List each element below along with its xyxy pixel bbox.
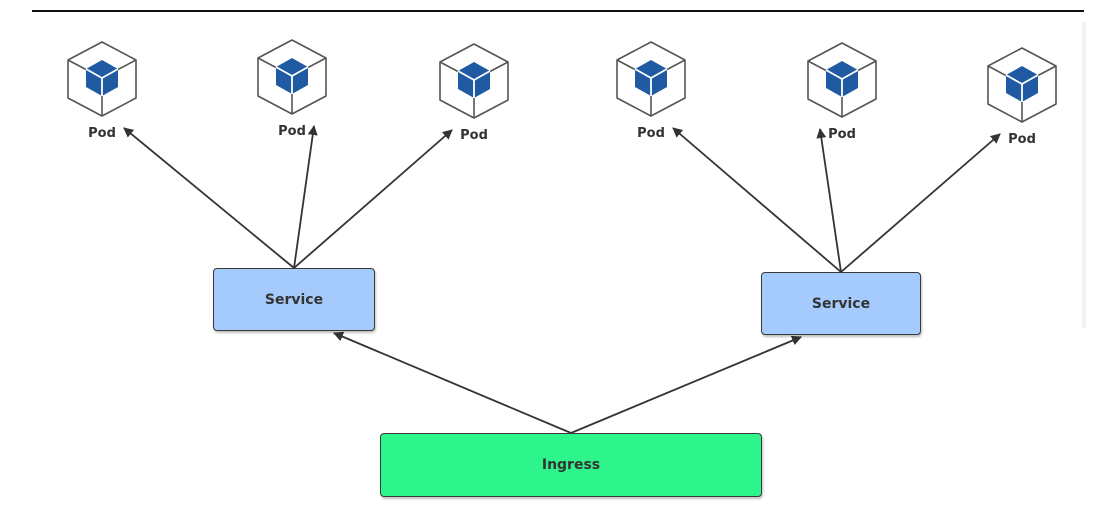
kubernetes-pod-cube-icon: [807, 42, 877, 118]
edge-arrow-service-2-to-pod-5: [816, 128, 842, 273]
edge-arrow-ingress-to-service-2: [570, 335, 802, 434]
service-node[interactable]: Service: [213, 268, 375, 331]
ingress-node[interactable]: Ingress: [380, 433, 762, 497]
pod-node[interactable]: Pod: [252, 36, 332, 146]
service-label: Service: [811, 295, 871, 312]
kubernetes-pod-cube-icon: [439, 43, 509, 119]
edge-arrow-service-1-to-pod-2: [293, 125, 318, 269]
pod-node[interactable]: Pod: [982, 44, 1062, 154]
edge-arrow-service-1-to-pod-1: [123, 127, 295, 269]
edges-layer: [123, 125, 1001, 434]
pod-label: Pod: [460, 128, 488, 143]
edge-arrow-service-2-to-pod-4: [672, 127, 842, 273]
pod-label: Pod: [1008, 132, 1036, 147]
pod-label: Pod: [828, 127, 856, 142]
service-label: Service: [264, 291, 324, 308]
pod-node[interactable]: Pod: [802, 39, 882, 149]
pod-label: Pod: [88, 126, 116, 141]
pod-label: Pod: [278, 124, 306, 139]
kubernetes-pod-cube-icon: [257, 39, 327, 115]
service-node[interactable]: Service: [761, 272, 921, 335]
kubernetes-pod-cube-icon: [616, 41, 686, 117]
edge-arrow-service-1-to-pod-3: [293, 129, 453, 269]
edge-arrow-service-2-to-pod-6: [840, 133, 1001, 273]
pod-node[interactable]: Pod: [62, 38, 142, 148]
pod-node[interactable]: Pod: [611, 38, 691, 148]
edge-arrow-ingress-to-service-1: [333, 331, 572, 434]
top-rule: [32, 10, 1084, 12]
pod-node[interactable]: Pod: [434, 40, 514, 150]
ingress-label: Ingress: [541, 457, 601, 473]
kubernetes-pod-cube-icon: [987, 47, 1057, 123]
right-edge-mark: [1082, 22, 1086, 328]
kubernetes-pod-cube-icon: [67, 41, 137, 117]
pod-label: Pod: [637, 126, 665, 141]
